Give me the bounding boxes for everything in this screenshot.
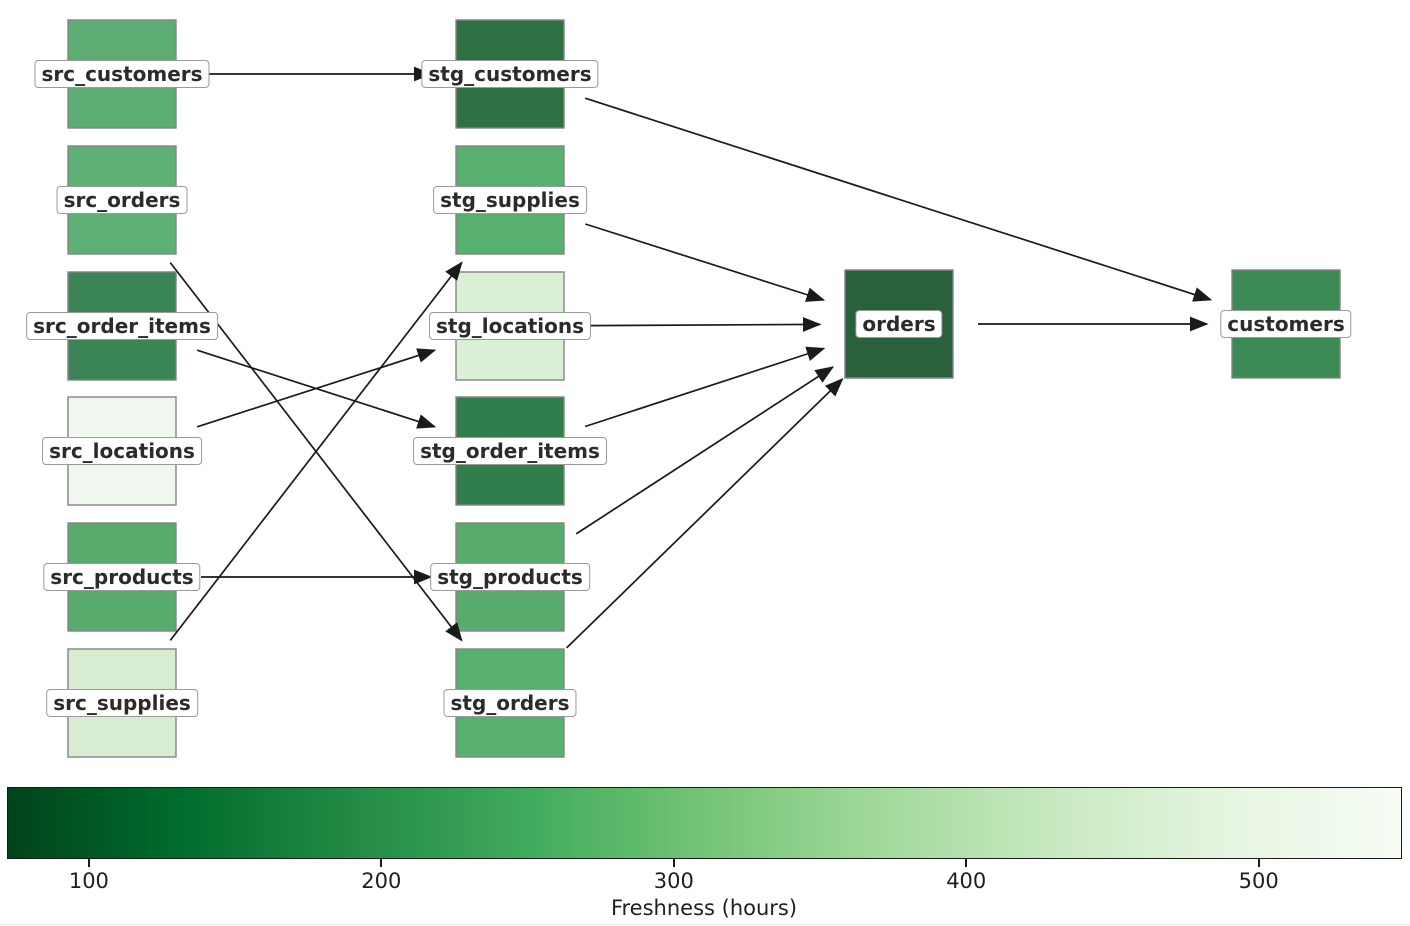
node-label-stg_supplies: stg_supplies — [433, 186, 587, 214]
colorbar-gradient — [7, 787, 1402, 859]
node-label-stg_products: stg_products — [430, 563, 590, 591]
colorbar-tick — [965, 859, 968, 867]
node-label-customers: customers — [1220, 310, 1352, 338]
node-label-orders: orders — [855, 310, 943, 338]
edge-layer — [169, 66, 1213, 649]
colorbar-tick-label: 500 — [1238, 869, 1279, 893]
colorbar-tick-label: 200 — [361, 869, 402, 893]
node-label-stg_order_items: stg_order_items — [413, 437, 607, 465]
edge-stg_orders-orders — [566, 378, 844, 649]
node-label-src_products: src_products — [43, 563, 201, 591]
edge-stg_customers-customers — [584, 97, 1213, 302]
node-label-src_supplies: src_supplies — [46, 689, 198, 717]
node-label-stg_locations: stg_locations — [428, 312, 592, 340]
node-label-src_customers: src_customers — [34, 60, 210, 88]
edge-src_locations-stg_locations — [196, 348, 437, 428]
colorbar-tick-label: 400 — [946, 869, 987, 893]
edge-stg_locations-orders — [588, 317, 822, 332]
edge-src_supplies-stg_supplies — [169, 261, 463, 641]
node-label-stg_customers: stg_customers — [421, 60, 599, 88]
edge-stg_products-orders — [575, 366, 835, 535]
bottom-hairline — [0, 924, 1410, 925]
colorbar-tick — [672, 859, 675, 867]
edge-stg_supplies-orders — [585, 223, 826, 302]
colorbar-tick — [380, 859, 383, 867]
colorbar-axis-label: Freshness (hours) — [610, 896, 798, 920]
colorbar-tick-label: 100 — [68, 869, 109, 893]
node-label-src_order_items: src_order_items — [26, 312, 218, 340]
node-label-src_locations: src_locations — [42, 437, 202, 465]
colorbar-tick — [87, 859, 90, 867]
colorbar-tick — [1257, 859, 1260, 867]
colorbar-tick-label: 300 — [653, 869, 694, 893]
node-label-stg_orders: stg_orders — [443, 689, 577, 717]
edge-stg_order_items-orders — [584, 346, 826, 428]
node-label-src_orders: src_orders — [56, 186, 188, 214]
